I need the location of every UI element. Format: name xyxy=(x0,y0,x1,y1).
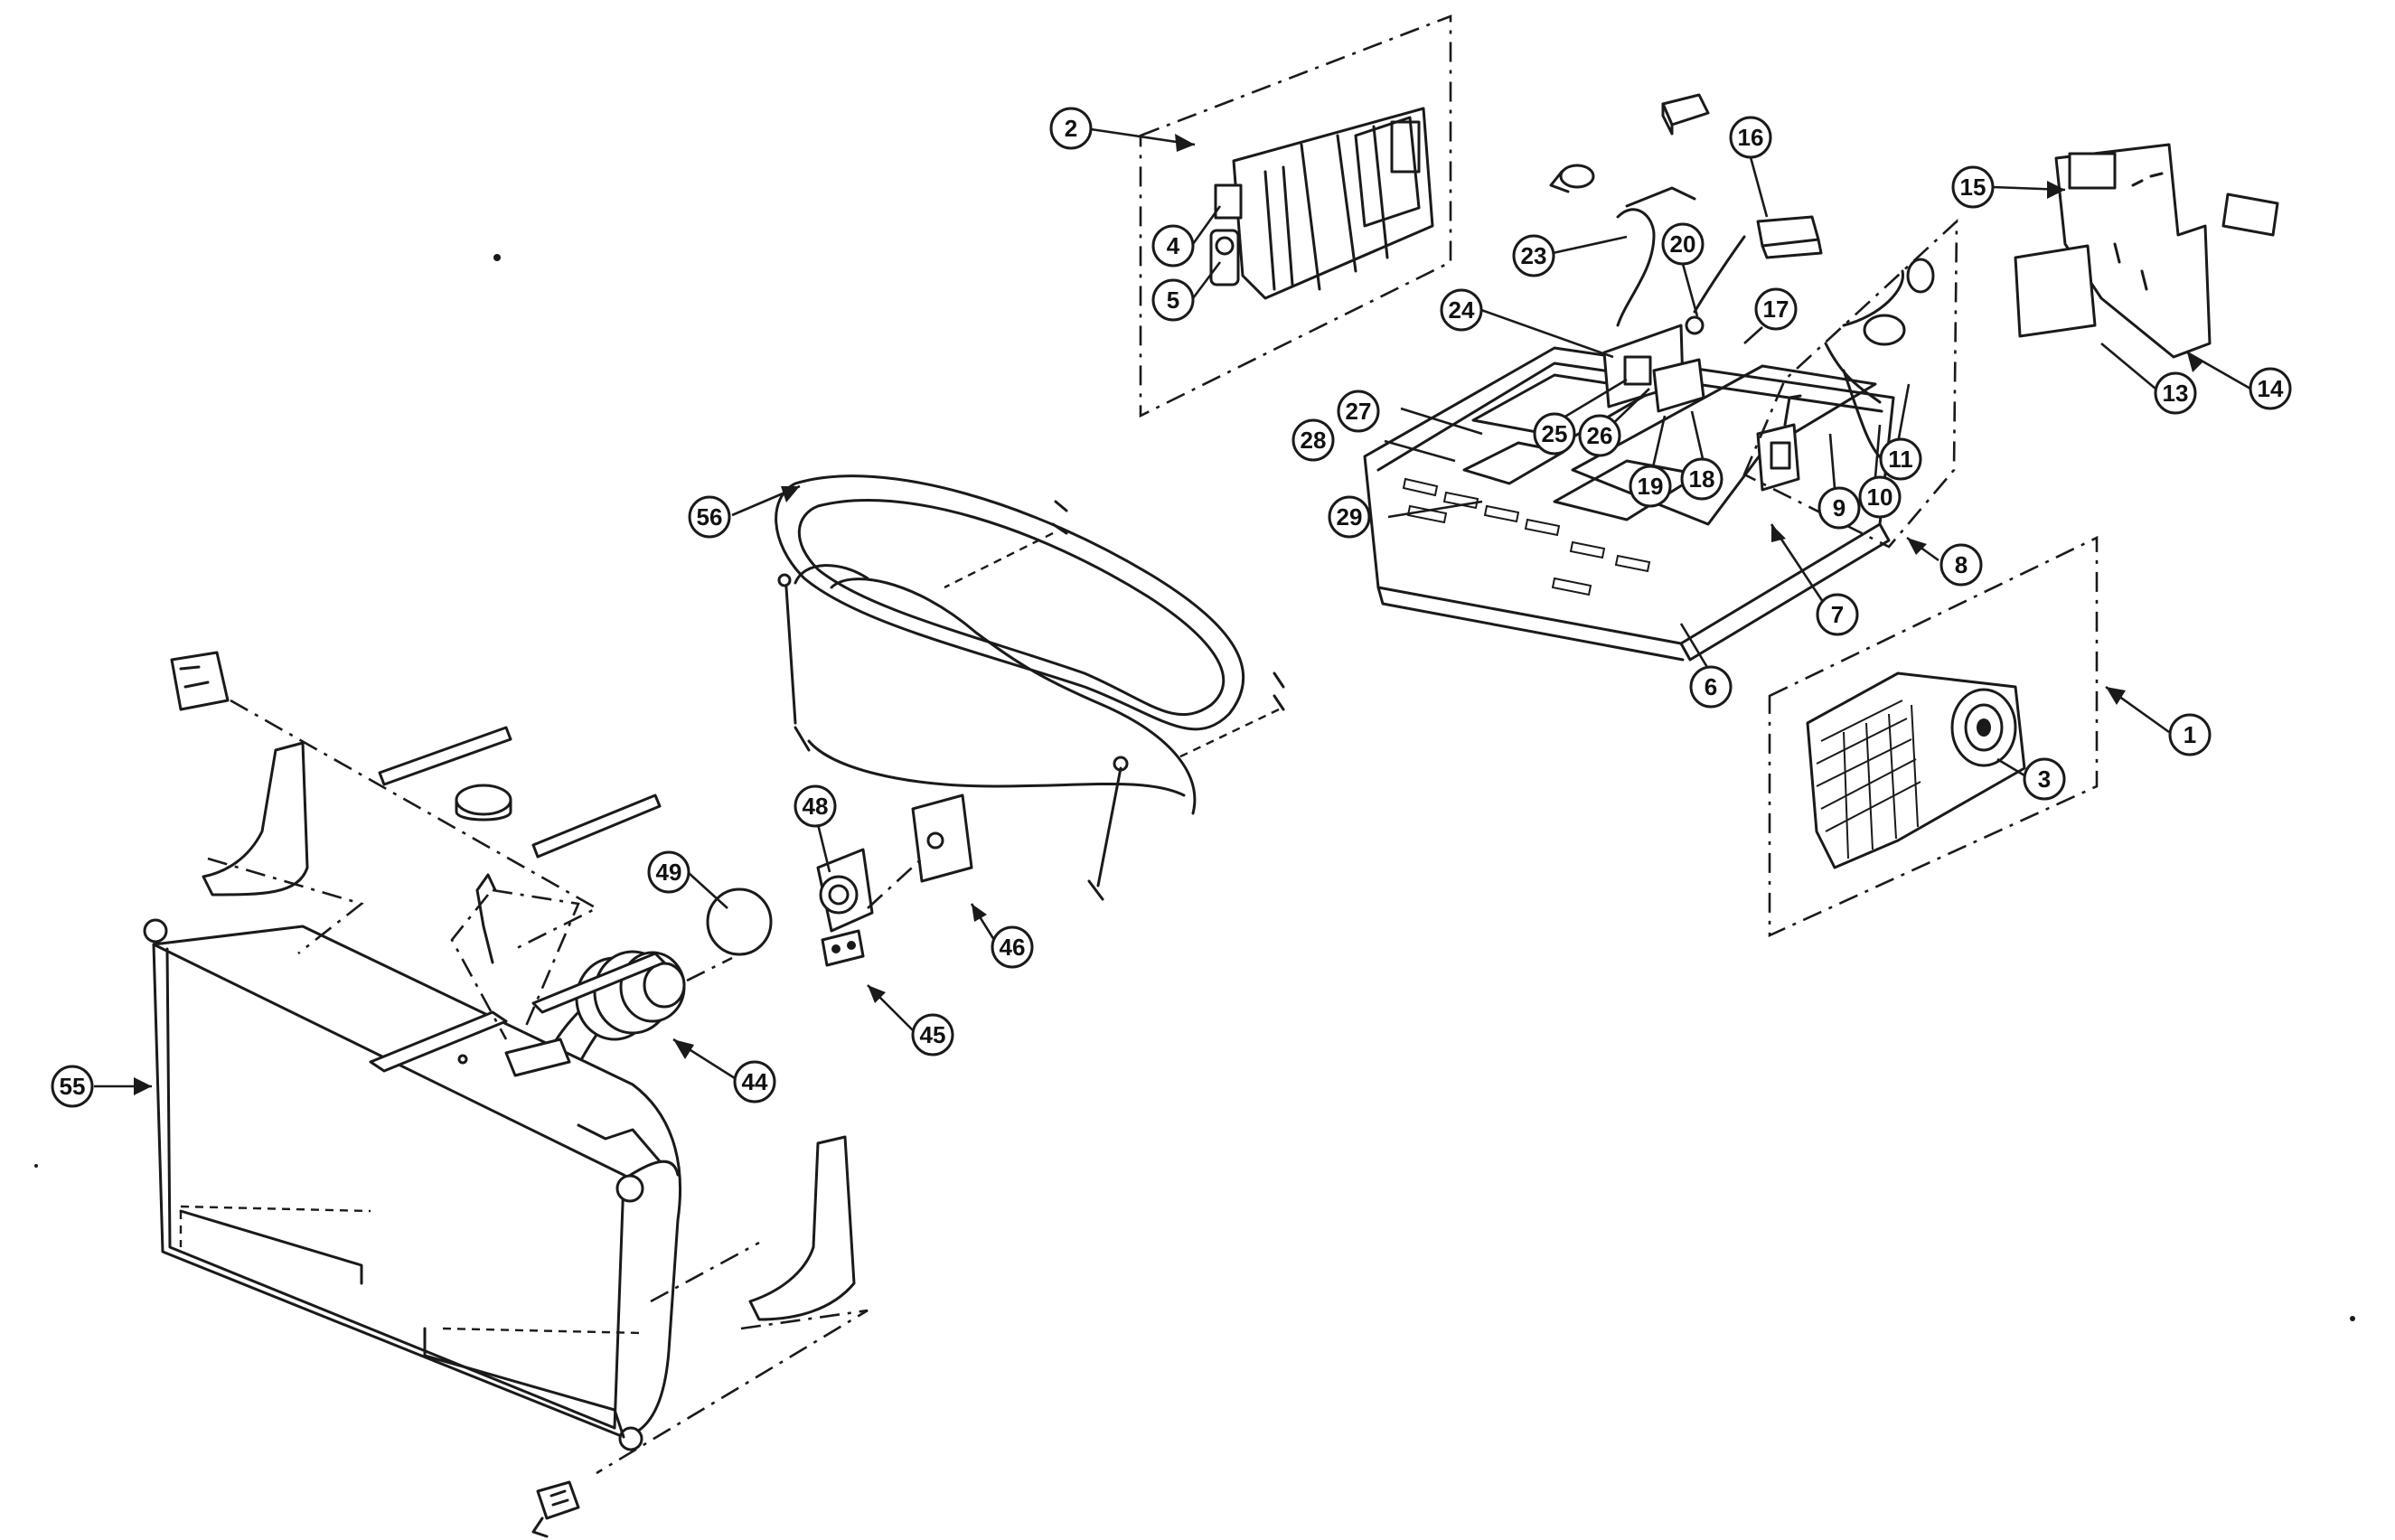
callouts: 2 4 5 1 3 6 7 8 9 10 11 13 14 15 16 17 1… xyxy=(51,107,2292,1108)
boards-upper-right xyxy=(2014,143,2279,359)
leader-lines xyxy=(94,127,2251,1095)
svg-text:7: 7 xyxy=(1831,601,1844,628)
svg-text:8: 8 xyxy=(1955,551,1968,578)
callout-13: 13 xyxy=(2154,371,2197,415)
svg-text:20: 20 xyxy=(1670,230,1696,258)
callout-11: 11 xyxy=(1879,437,1922,481)
svg-text:29: 29 xyxy=(1337,503,1363,531)
assembly-2-panel xyxy=(1139,14,1452,418)
callout-15: 15 xyxy=(1951,165,1995,209)
svg-text:23: 23 xyxy=(1521,242,1547,269)
callout-29: 29 xyxy=(1328,495,1371,539)
callout-48: 48 xyxy=(794,784,837,828)
svg-text:48: 48 xyxy=(803,793,829,820)
svg-text:28: 28 xyxy=(1301,427,1327,454)
callout-4: 4 xyxy=(1151,224,1195,268)
svg-text:15: 15 xyxy=(1960,174,1986,201)
svg-text:5: 5 xyxy=(1167,286,1179,314)
scan-specks xyxy=(34,254,2355,1321)
callout-46: 46 xyxy=(991,925,1034,969)
svg-text:4: 4 xyxy=(1167,232,1180,259)
callout-19: 19 xyxy=(1629,465,1672,508)
svg-text:46: 46 xyxy=(1000,934,1026,961)
svg-text:44: 44 xyxy=(742,1068,768,1095)
callout-17: 17 xyxy=(1754,287,1798,331)
callout-18: 18 xyxy=(1680,457,1723,501)
small-parts-top xyxy=(1549,93,1823,327)
callout-45: 45 xyxy=(911,1013,954,1056)
callout-56: 56 xyxy=(688,495,731,539)
callout-16: 16 xyxy=(1729,116,1772,159)
svg-text:45: 45 xyxy=(920,1021,946,1048)
svg-text:2: 2 xyxy=(1065,115,1077,142)
callout-23: 23 xyxy=(1512,234,1555,277)
callout-27: 27 xyxy=(1337,390,1380,433)
callout-3: 3 xyxy=(2023,757,2066,801)
callout-10: 10 xyxy=(1858,475,1902,519)
chassis-tray xyxy=(1363,219,1958,662)
callout-8: 8 xyxy=(1939,543,1983,587)
assembly-1-panel xyxy=(1768,535,2099,938)
svg-text:56: 56 xyxy=(697,503,723,531)
callout-55: 55 xyxy=(51,1065,94,1108)
callout-5: 5 xyxy=(1151,278,1195,322)
callout-2: 2 xyxy=(1049,107,1093,150)
callout-7: 7 xyxy=(1816,593,1859,636)
callout-25: 25 xyxy=(1533,412,1576,455)
callout-24: 24 xyxy=(1440,288,1483,332)
cabinet-front xyxy=(143,651,869,1538)
callout-14: 14 xyxy=(2249,367,2292,410)
svg-text:9: 9 xyxy=(1833,494,1846,521)
svg-text:26: 26 xyxy=(1587,422,1613,449)
svg-text:10: 10 xyxy=(1867,484,1893,511)
svg-text:55: 55 xyxy=(60,1073,86,1100)
svg-text:1: 1 xyxy=(2184,721,2196,748)
svg-text:27: 27 xyxy=(1346,398,1372,425)
svg-text:11: 11 xyxy=(1888,446,1913,473)
svg-text:3: 3 xyxy=(2038,765,2051,793)
svg-text:14: 14 xyxy=(2258,375,2284,402)
callout-9: 9 xyxy=(1817,486,1861,530)
callout-26: 26 xyxy=(1578,414,1621,457)
svg-text:13: 13 xyxy=(2163,380,2189,407)
callout-1: 1 xyxy=(2168,713,2212,756)
svg-text:16: 16 xyxy=(1738,124,1764,151)
svg-text:49: 49 xyxy=(656,859,682,886)
svg-text:18: 18 xyxy=(1689,465,1715,493)
callout-20: 20 xyxy=(1661,222,1705,266)
callout-44: 44 xyxy=(733,1060,776,1103)
svg-text:25: 25 xyxy=(1542,420,1568,447)
belt-assembly xyxy=(775,474,1285,901)
svg-text:19: 19 xyxy=(1638,473,1664,500)
callout-6: 6 xyxy=(1689,665,1733,709)
callout-49: 49 xyxy=(647,850,690,894)
svg-text:6: 6 xyxy=(1705,673,1717,700)
svg-text:17: 17 xyxy=(1763,296,1789,323)
svg-text:24: 24 xyxy=(1449,296,1475,324)
callout-28: 28 xyxy=(1291,418,1335,462)
